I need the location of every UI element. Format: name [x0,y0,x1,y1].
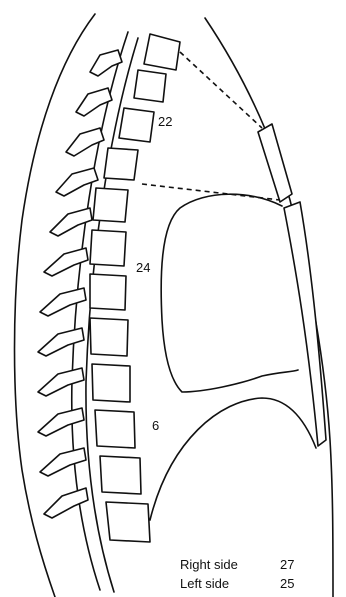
legend-right-value: 27 [280,557,294,572]
dashed-line-upper [180,52,262,128]
manubrium [258,124,292,202]
heart-outline [161,194,298,392]
legend-left-value: 25 [280,576,294,591]
vertebral-bodies [90,34,180,542]
legend-right-label: Right side [180,557,238,572]
legend-left-label: Left side [180,576,229,591]
level-label-24: 24 [136,260,150,275]
level-label-22: 22 [158,114,172,129]
legend: Right side 27 Left side 25 [180,557,294,591]
diaphragm-curve [150,398,316,520]
level-label-6: 6 [152,418,159,433]
